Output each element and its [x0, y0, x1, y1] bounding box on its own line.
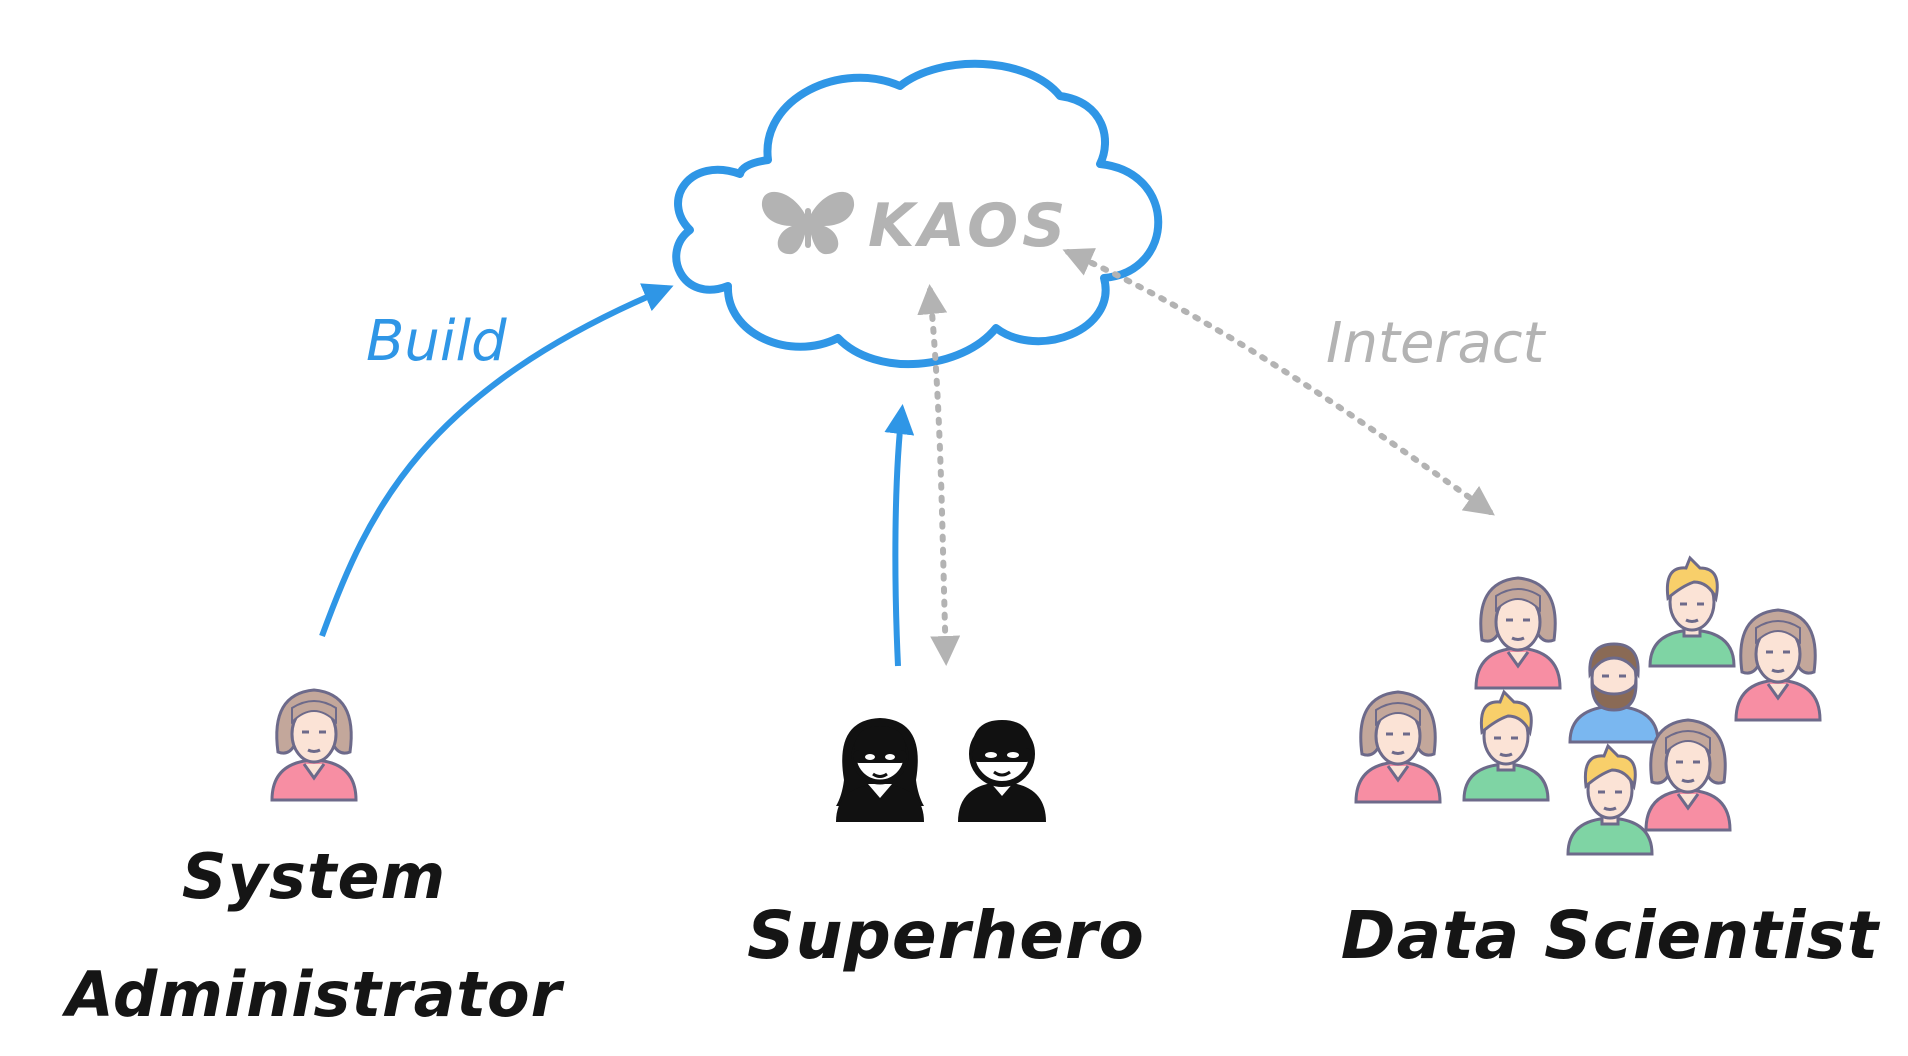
kaos-cloud: KAOS: [672, 59, 1163, 369]
superhero-interact-arrow: [917, 284, 961, 666]
sysadmin-label-line2: Administrator: [61, 958, 565, 1031]
kaos-wordmark: KAOS: [868, 191, 1069, 261]
superhero-actor: Superhero: [747, 718, 1145, 974]
data-scientist-avatar-icon: [1474, 576, 1562, 690]
system-administrator-actor: System Administrator: [61, 688, 565, 1031]
data-scientist-actor: Data Scientist: [1341, 556, 1881, 974]
data-scientist-interact-arrow: [1062, 248, 1495, 516]
data-scientist-label: Data Scientist: [1341, 897, 1881, 974]
data-scientist-avatar-icon: [1648, 556, 1736, 668]
cloud-outline: [672, 59, 1163, 369]
data-scientist-avatar-icon: [1566, 744, 1654, 856]
data-scientist-avatar-icon: [1644, 718, 1732, 832]
data-scientist-avatar-icon: [1354, 690, 1442, 804]
superhero-build-arrow: [884, 404, 915, 667]
build-arrow: [319, 283, 674, 638]
data-scientist-avatar-icon: [1568, 642, 1660, 744]
superhero-label: Superhero: [747, 897, 1145, 974]
data-scientist-avatar-icon: [1462, 690, 1550, 802]
sysadmin-label-line1: System: [182, 840, 446, 913]
superhero-male-icon: [958, 720, 1046, 822]
superhero-female-icon: [836, 718, 924, 822]
data-scientist-avatar-icon: [1734, 608, 1822, 722]
interact-label: Interact: [1326, 311, 1547, 376]
butterfly-icon: [761, 191, 855, 255]
sysadmin-avatar-icon: [270, 688, 358, 802]
build-label: Build: [366, 309, 507, 374]
